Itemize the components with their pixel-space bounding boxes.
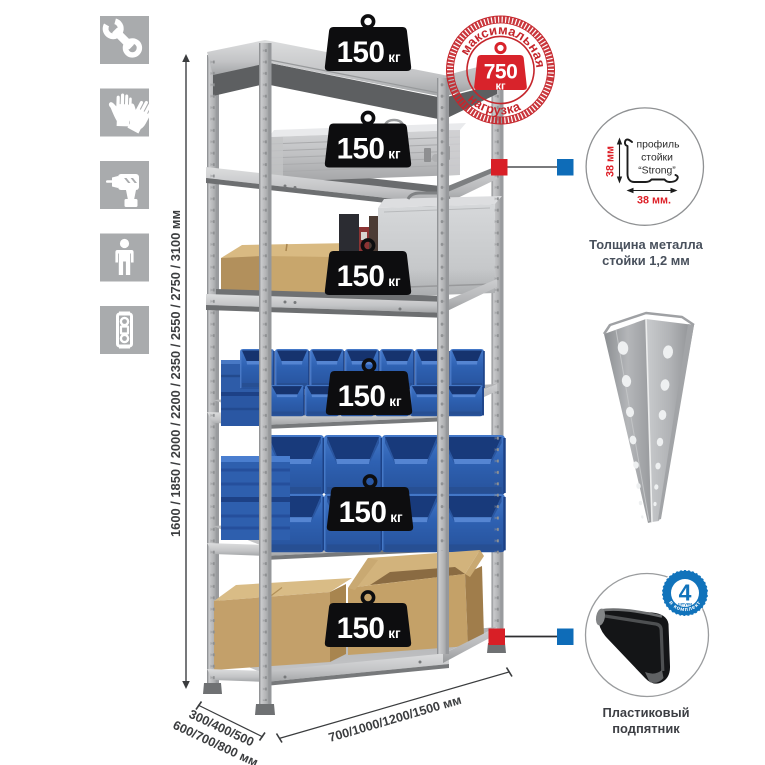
svg-text:“Strong”: “Strong” — [638, 166, 676, 177]
svg-text:кг: кг — [495, 81, 506, 93]
svg-text:38 мм.: 38 мм. — [637, 195, 671, 207]
svg-text:750: 750 — [484, 61, 518, 84]
svg-text:Толщина металла: Толщина металла — [589, 237, 704, 252]
svg-text:1600 / 1850 / 2000 / 2200 / 23: 1600 / 1850 / 2000 / 2200 / 2350 / 2550 … — [169, 210, 183, 537]
svg-text:4: 4 — [679, 580, 692, 606]
svg-text:штуки: штуки — [678, 602, 692, 607]
svg-text:стойки: стойки — [641, 153, 673, 164]
svg-text:стойки 1,2 мм: стойки 1,2 мм — [602, 253, 690, 268]
svg-text:подпятник: подпятник — [612, 721, 680, 736]
svg-text:профиль: профиль — [636, 139, 679, 151]
svg-text:38 мм: 38 мм — [605, 146, 617, 177]
svg-text:Пластиковый: Пластиковый — [602, 705, 689, 720]
